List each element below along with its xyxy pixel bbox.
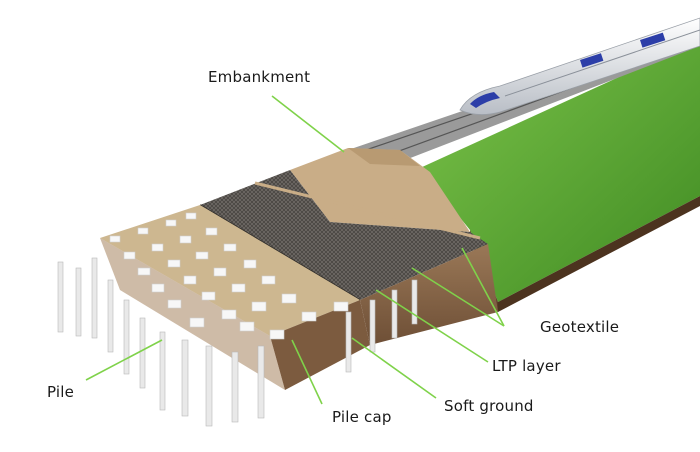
pile — [159, 331, 166, 411]
pile — [139, 317, 146, 389]
pile-cap — [333, 301, 349, 312]
ltp-layer-label: LTP layer — [492, 357, 561, 375]
pile — [181, 339, 189, 417]
leader-soft-ground — [351, 337, 437, 399]
pile — [345, 311, 352, 373]
pile-cap — [137, 227, 149, 235]
pile-cap — [109, 235, 121, 243]
pile-cap — [167, 259, 181, 268]
high-speed-train-icon — [459, 17, 700, 115]
leader-ltp — [375, 289, 489, 363]
pile-cap — [243, 259, 257, 269]
pile — [411, 279, 418, 325]
pile — [391, 289, 398, 339]
soft-ground-side — [270, 300, 370, 390]
pile — [205, 345, 213, 427]
pile-cap — [213, 267, 227, 277]
pile-cap — [137, 267, 151, 276]
pile-cap-label: Pile cap — [332, 408, 392, 426]
pile-cap — [165, 219, 177, 227]
pile-cap — [179, 235, 192, 244]
ltp-mesh-surface — [200, 170, 488, 300]
pile — [57, 261, 64, 333]
pile-label: Pile — [47, 383, 75, 401]
leader-geotextile — [461, 247, 505, 327]
embankment-body — [290, 148, 470, 232]
pile — [91, 257, 98, 339]
pile — [369, 299, 376, 353]
pile-cap — [205, 227, 218, 236]
embankment-crest — [348, 148, 420, 166]
pile-cap — [167, 299, 182, 309]
pile-cap — [195, 251, 209, 260]
pile-cap — [261, 275, 276, 285]
grass-surface — [420, 40, 700, 302]
embankment-top — [290, 148, 470, 232]
leader-pile-cap — [291, 339, 323, 405]
pile-cap — [201, 291, 216, 301]
pile-cap — [151, 283, 165, 293]
leader-embankment — [271, 95, 345, 153]
geotextile-label: Geotextile — [540, 318, 620, 336]
pile-cap — [269, 329, 285, 340]
pile — [231, 351, 239, 423]
pile — [123, 299, 130, 375]
pile-cap — [151, 243, 164, 252]
pile-cap — [221, 309, 237, 320]
leader-pile — [85, 339, 163, 381]
pile-cap — [301, 311, 317, 322]
soft-ground-left-face — [100, 238, 285, 390]
pile-cap-grid — [109, 212, 349, 340]
pile-cap — [251, 301, 267, 312]
pile — [75, 267, 82, 337]
pile-cap — [183, 275, 197, 285]
pile-cap — [281, 293, 297, 304]
pile-cap — [239, 321, 255, 332]
pile — [107, 279, 114, 353]
pile — [257, 345, 265, 419]
pile-cap — [185, 212, 197, 220]
leader-geotextile — [411, 267, 505, 327]
pile-group — [57, 257, 418, 427]
pile-cap — [123, 251, 136, 260]
pile-cap — [189, 317, 205, 328]
pile-cap — [231, 283, 246, 293]
grass-edge-soil — [498, 196, 700, 312]
geotextile-stripe — [254, 181, 481, 240]
leader-lines — [85, 95, 505, 405]
embankment-label: Embankment — [208, 68, 311, 86]
pile-cap — [223, 243, 237, 252]
soft-ground-label: Soft ground — [444, 397, 534, 415]
